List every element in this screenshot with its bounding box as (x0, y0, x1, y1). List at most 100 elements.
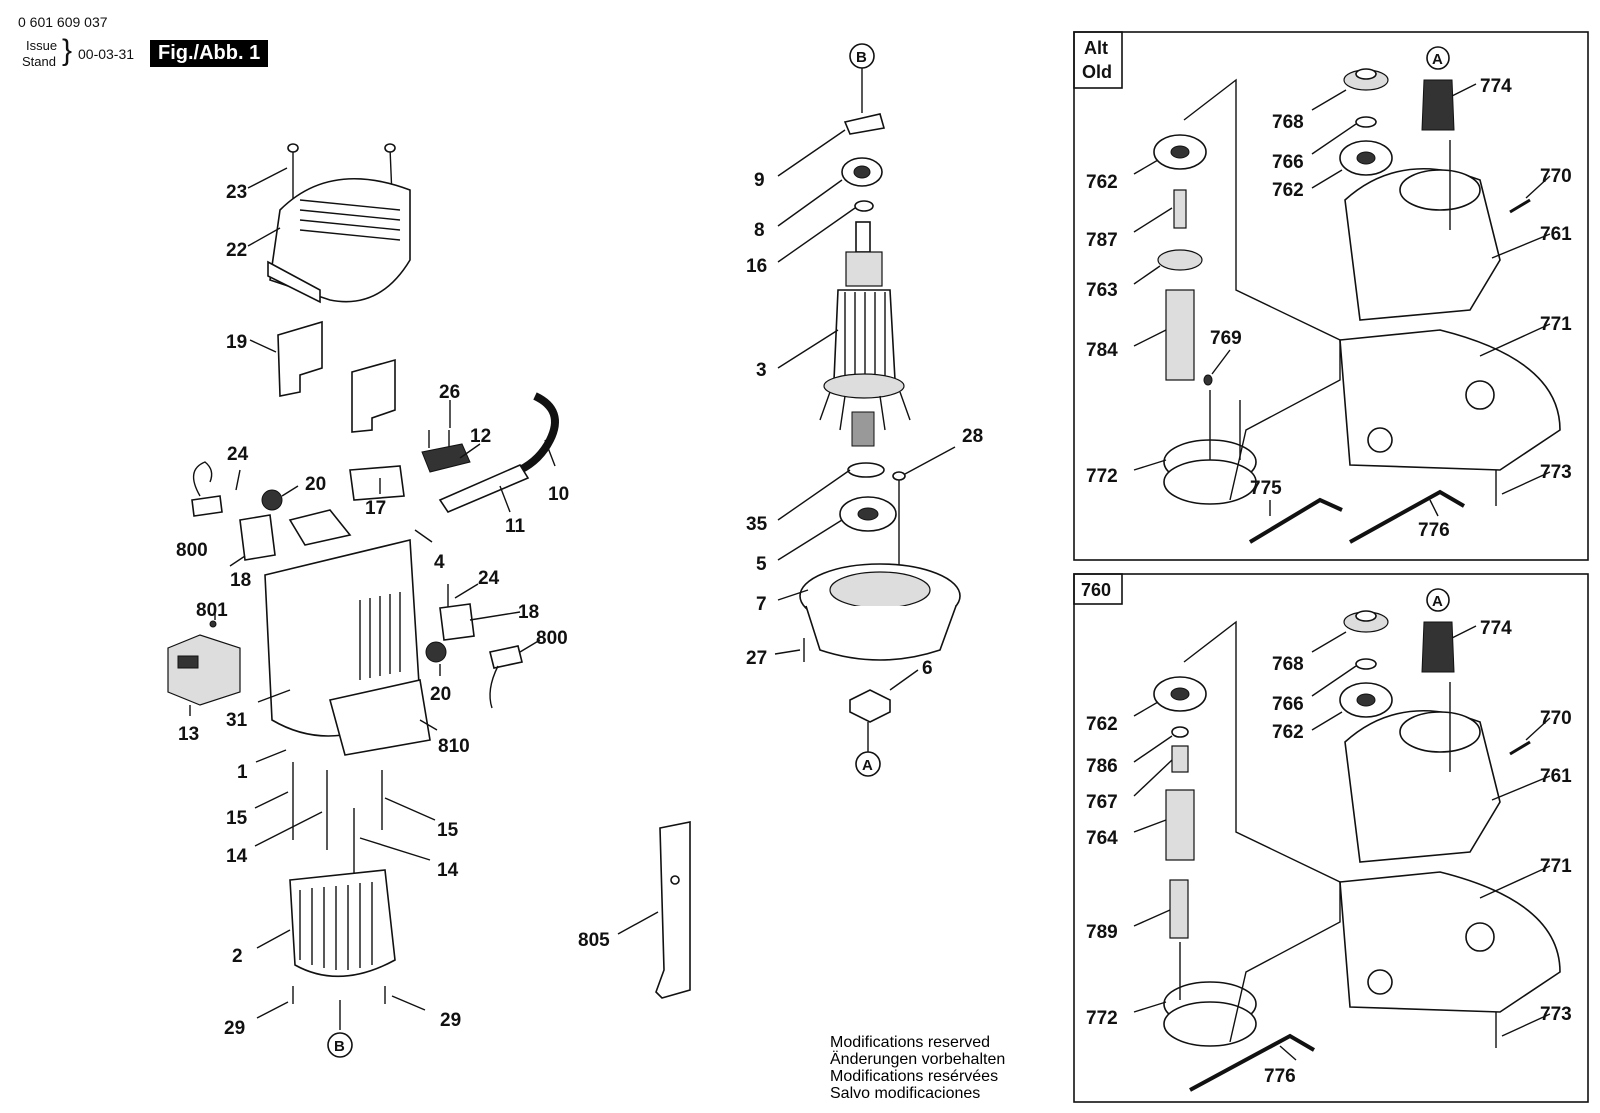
note-line-fr: Modifications resérvées (830, 1068, 999, 1085)
label-29a: 29 (224, 1018, 245, 1039)
label-775: 775 (1250, 478, 1282, 499)
label-786: 786 (1086, 756, 1118, 777)
top-cover (267, 177, 411, 304)
label-31: 31 (226, 710, 248, 731)
figure-label: Fig./Abb. 1 (150, 40, 269, 67)
motor-housing (264, 509, 431, 756)
label-773-760: 773 (1540, 1004, 1572, 1025)
label-20b: 20 (430, 684, 451, 705)
label-771-760: 771 (1540, 856, 1572, 877)
label-766-alt: 766 (1272, 152, 1304, 173)
label-28: 28 (962, 426, 983, 447)
svg-text:A: A (862, 757, 873, 774)
switch-13 (167, 634, 241, 706)
label-768-alt: 768 (1272, 112, 1304, 133)
armature-3 (819, 221, 911, 447)
label-805: 805 (578, 930, 610, 951)
label-20a: 20 (305, 474, 326, 495)
label-776-760: 776 (1264, 1066, 1296, 1087)
flange-7 (799, 563, 961, 661)
part-number: 0 601 609 037 (18, 14, 108, 30)
note-line-en: Modifications reserved (830, 1034, 991, 1051)
label-3: 3 (756, 360, 767, 381)
label-16: 16 (746, 256, 767, 277)
brush-800-left (191, 495, 223, 517)
label-787: 787 (1086, 230, 1118, 251)
label-772-760: 772 (1086, 1008, 1118, 1029)
label-14b: 14 (437, 860, 459, 881)
holder-18b (439, 603, 475, 641)
label-764: 764 (1086, 828, 1118, 849)
issue-date: 00-03-31 (78, 46, 135, 62)
label-9: 9 (754, 170, 765, 191)
stator-2 (289, 869, 396, 978)
washer-16 (854, 200, 874, 212)
label-784: 784 (1086, 340, 1118, 361)
label-13: 13 (178, 724, 199, 745)
ref-circle-b-top: B (849, 43, 875, 69)
label-768-760: 768 (1272, 654, 1304, 675)
ref-circle-a-alt: A (1426, 46, 1450, 70)
note-line-de: Änderungen vorbehalten (830, 1051, 1006, 1068)
label-769: 769 (1210, 328, 1242, 349)
clip-9 (843, 113, 886, 135)
ref-circle-b-bottom: B (327, 1032, 353, 1058)
label-762b-alt: 762 (1272, 180, 1304, 201)
stand-label: Stand (22, 54, 56, 69)
svg-text:B: B (334, 1038, 345, 1055)
cable-sleeve-11 (438, 463, 530, 513)
flap-19b (351, 358, 396, 433)
panel-760-label: 760 (1081, 580, 1111, 600)
label-800a: 800 (176, 540, 208, 561)
spring-20a (261, 489, 283, 511)
bearing-5 (839, 496, 897, 532)
issue-label: Issue (26, 38, 58, 53)
wrench-805 (655, 821, 691, 999)
label-18b: 18 (518, 602, 539, 623)
label-23: 23 (226, 182, 247, 203)
label-789: 789 (1086, 922, 1118, 943)
new-assembly (1153, 610, 1561, 1092)
label-801: 801 (196, 600, 228, 621)
panel-760-tag (1073, 573, 1123, 605)
label-7: 7 (756, 594, 767, 615)
label-5: 5 (756, 554, 767, 575)
brush-17 (349, 465, 405, 501)
screw-801 (209, 620, 217, 628)
lead-800-left (192, 461, 213, 497)
label-12: 12 (470, 426, 491, 447)
label-22: 22 (226, 240, 247, 261)
label-800b: 800 (536, 628, 568, 649)
ref-circle-a-mid: A (855, 751, 881, 777)
label-772-alt: 772 (1086, 466, 1118, 487)
label-770-alt: 770 (1540, 166, 1572, 187)
label-29b: 29 (440, 1010, 461, 1031)
leader-lines-alt (1133, 83, 1551, 517)
bearing-8 (841, 157, 883, 187)
wrench-hole (670, 875, 680, 885)
lead-800-right (489, 665, 499, 709)
label-18a: 18 (230, 570, 251, 591)
label-15a: 15 (226, 808, 248, 829)
label-810: 810 (438, 736, 470, 757)
ref-circle-a-760: A (1426, 588, 1450, 612)
screw-28-head (892, 471, 906, 481)
label-35: 35 (746, 514, 768, 535)
label-773-alt: 773 (1540, 462, 1572, 483)
label-14a: 14 (226, 846, 248, 867)
label-1: 1 (237, 762, 248, 783)
label-8: 8 (754, 220, 765, 241)
label-762a-alt: 762 (1086, 172, 1118, 193)
label-15b: 15 (437, 820, 459, 841)
panel-alt-old-tag (1073, 31, 1123, 89)
label-11: 11 (505, 516, 526, 537)
label-761-alt: 761 (1540, 224, 1572, 245)
label-19: 19 (226, 332, 247, 353)
label-767: 767 (1086, 792, 1118, 813)
modifications-note: Modifications reserved Änderungen vorbeh… (830, 1034, 1005, 1102)
label-27: 27 (746, 648, 767, 669)
label-774-760: 774 (1480, 618, 1512, 639)
brace: } (62, 34, 73, 67)
panel-760 (1073, 573, 1589, 1103)
